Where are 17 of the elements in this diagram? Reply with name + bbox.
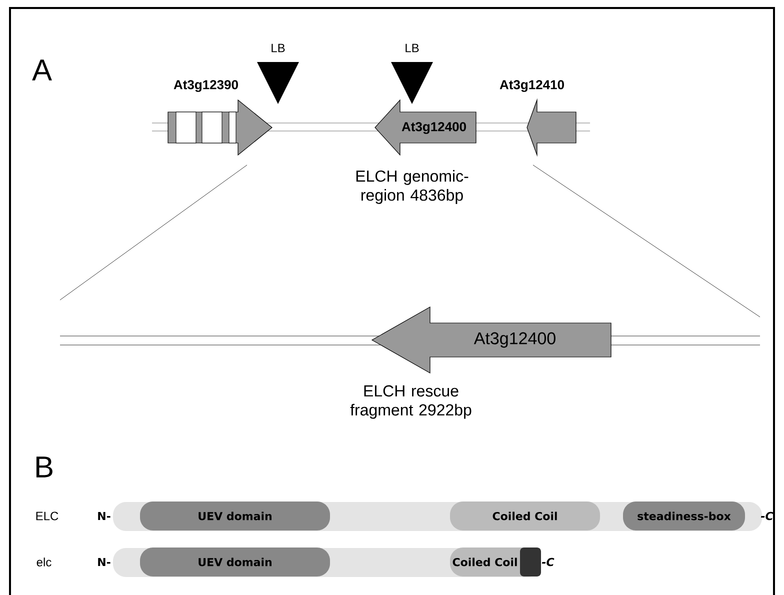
protein-domain: Coiled Coil [450, 548, 541, 576]
panel-letter: B [36, 456, 52, 478]
protein-name: elc [36, 558, 52, 566]
terminus-label: N- [98, 558, 110, 566]
insertion-triangle: LB [257, 44, 299, 104]
terminus-label: N- [98, 512, 110, 520]
node-label: LB [406, 44, 419, 52]
terminus-label: -C [542, 558, 554, 566]
panel-letter: A [32, 60, 52, 80]
protein-name: ELC [36, 512, 58, 520]
protein-domain: UEV domain [140, 502, 330, 530]
region-caption: ELCH genomic-region 4836bp [356, 170, 468, 204]
protein-domain: steadiness-box [623, 502, 745, 530]
node-label: LB [272, 44, 285, 52]
terminus-label: -C [760, 512, 774, 520]
protein-domain: UEV domain [140, 548, 330, 576]
protein-domain: Coiled Coil [450, 502, 600, 530]
